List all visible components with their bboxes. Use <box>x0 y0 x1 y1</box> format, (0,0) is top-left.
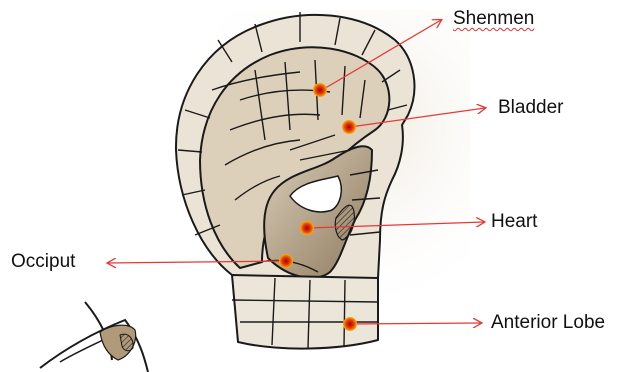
point-occiput <box>279 254 293 268</box>
ear-lobe <box>232 275 378 349</box>
label-occiput: Occiput <box>11 252 75 271</box>
point-anterior-lobe <box>343 317 357 331</box>
label-heart: Heart <box>491 212 537 231</box>
point-heart <box>300 221 314 235</box>
point-bladder <box>342 120 356 134</box>
side-ear-fragment <box>40 302 148 372</box>
point-shenmen <box>313 83 327 97</box>
label-shenmen: Shenmen <box>453 9 534 28</box>
label-bladder: Bladder <box>498 98 564 117</box>
label-anterior-lobe: Anterior Lobe <box>491 313 605 332</box>
